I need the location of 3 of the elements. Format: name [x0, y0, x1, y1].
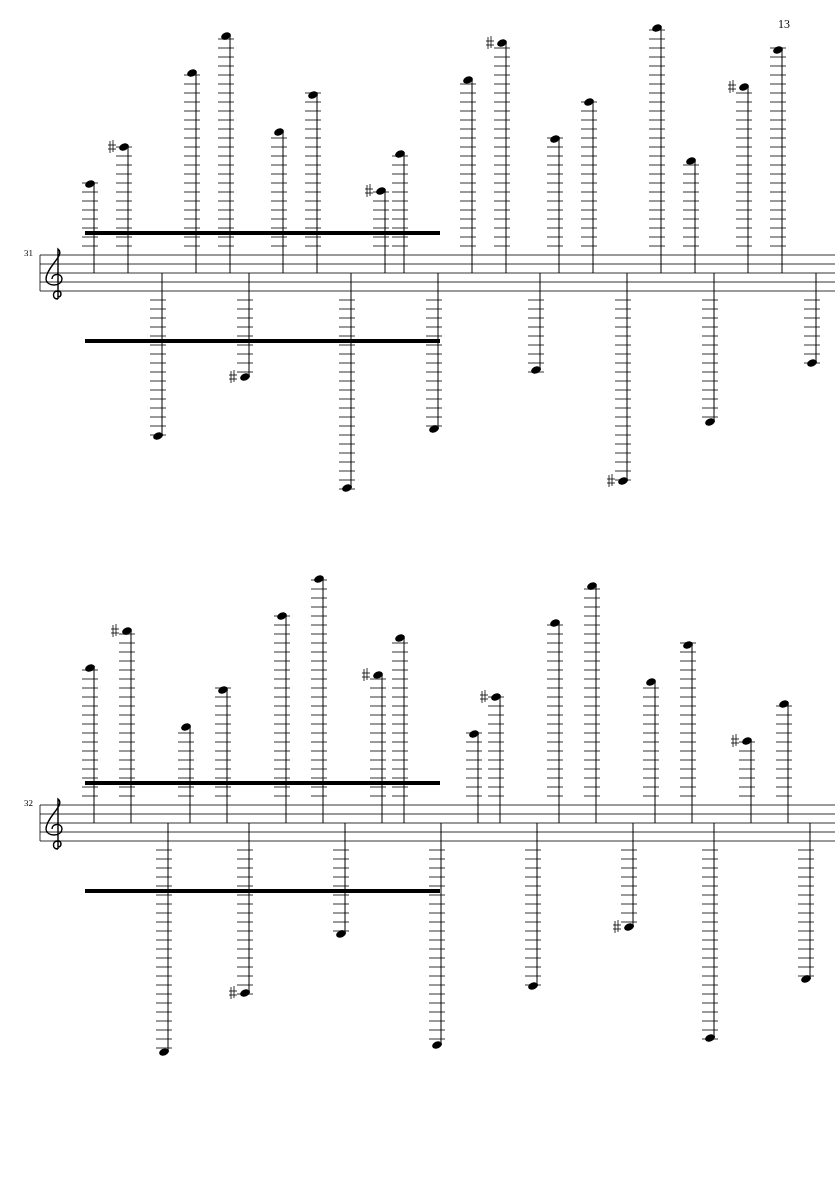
measure-number: 31 — [24, 248, 33, 258]
measure-number: 32 — [24, 798, 33, 808]
page-number: 13 — [778, 17, 790, 32]
